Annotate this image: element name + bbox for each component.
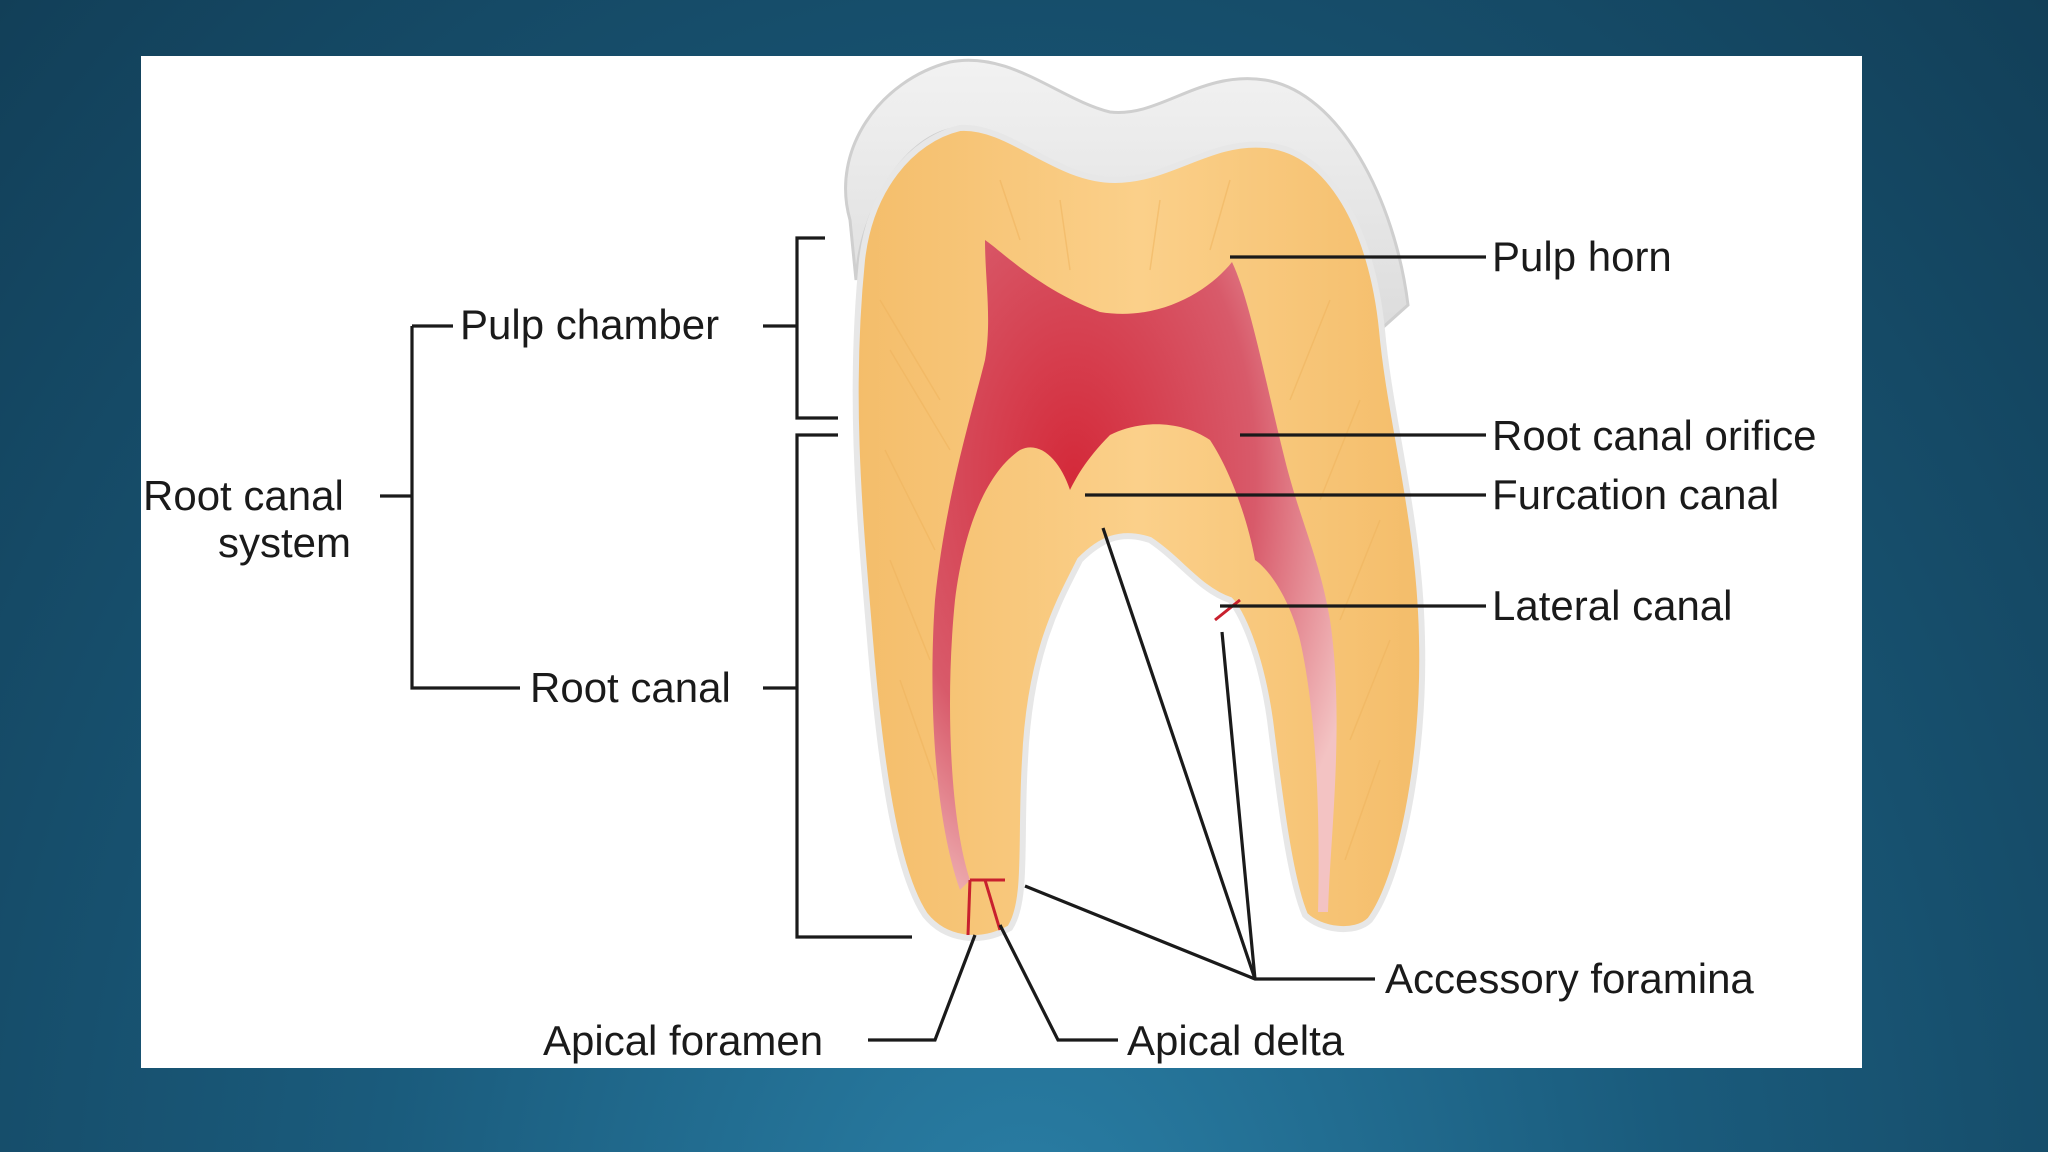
label-apical-delta: Apical delta [1127,1017,1345,1064]
label-root-canal: Root canal [530,664,731,711]
label-lateral-canal: Lateral canal [1492,582,1733,629]
label-pulp-horn: Pulp horn [1492,233,1672,280]
leader-lines [380,236,1486,1042]
label-furcation-canal: Furcation canal [1492,471,1779,518]
label-root-canal-orifice: Root canal orifice [1492,412,1817,459]
dentin [852,124,1426,941]
label-root-canal-system-line1: Root canal [143,472,344,519]
label-accessory-foramina: Accessory foramina [1385,955,1754,1002]
pulp [932,240,1337,912]
label-apical-foramen: Apical foramen [543,1017,823,1064]
label-pulp-chamber: Pulp chamber [460,301,719,348]
label-root-canal-system-line2: system [218,519,351,566]
dentin-texture [879,179,1391,861]
apical-delta-channels [966,598,1241,936]
